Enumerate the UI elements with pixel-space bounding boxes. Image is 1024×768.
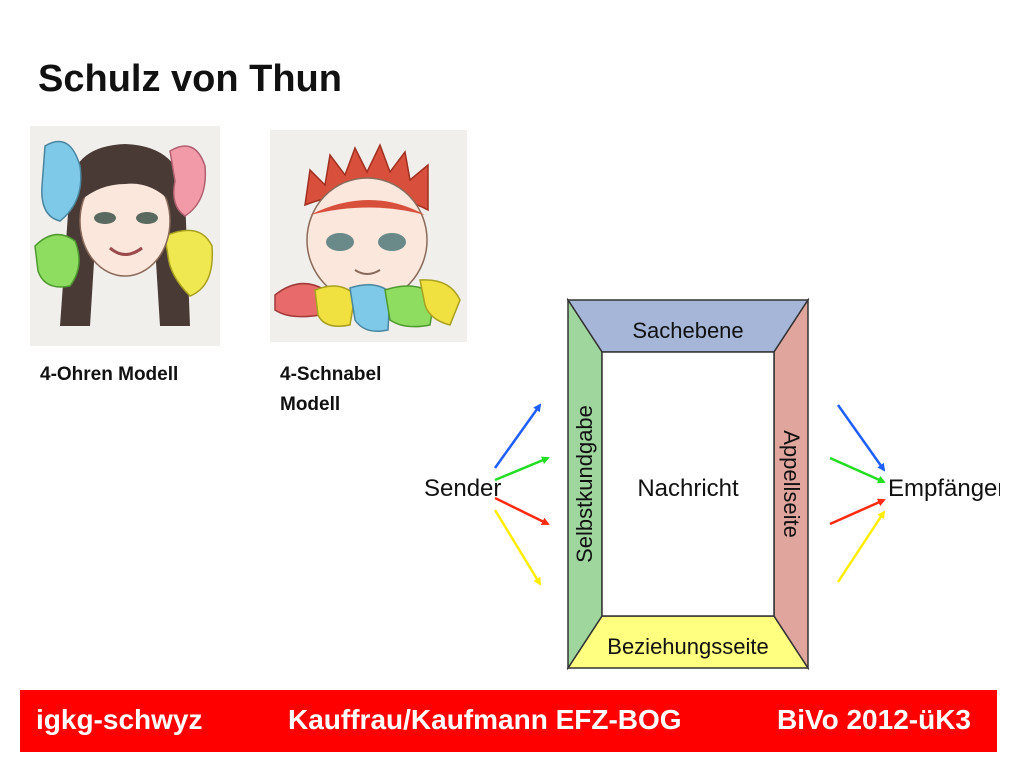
receiver-arrow-red [829,498,886,526]
receiver-arrow-green [829,456,886,484]
sender-label: Sender [424,475,501,502]
sender-arrow-green [494,456,550,482]
receiver-arrow-blue [836,404,886,472]
four-beaks-portrait [270,130,467,342]
appellseite-label: Appellseite [779,430,804,538]
footer-left-text: igkg-schwyz [36,704,203,735]
nachricht-label: Nachricht [637,475,739,502]
four-beaks-caption: 4-Schnabel Modell [280,360,381,420]
sachebene-label: Sachebene [632,318,743,343]
footer-bar: igkg-schwyz Kauffrau/Kaufmann EFZ-BOG Bi… [20,690,997,752]
slide-title: Schulz von Thun [38,58,342,100]
footer-center-text: Kauffrau/Kaufmann EFZ-BOG [288,704,682,735]
beziehungsseite-label: Beziehungsseite [607,634,768,659]
receiver-arrow-yellow [836,510,886,583]
frame-center-nachricht [601,351,775,617]
four-ears-portrait [30,126,220,346]
four-ears-caption: 4-Ohren Modell [40,360,178,390]
receiver-label: Empfänger [888,475,1000,502]
sender-arrow-red [494,496,550,526]
sender-arrow-blue [493,403,542,469]
sender-arrow-yellow [493,509,542,586]
selbstkundgabe-label: Selbstkundgabe [572,405,597,563]
four-beaks-caption-line2: Modell [280,394,341,415]
footer-right-text: BiVo 2012-üK3 [777,704,971,735]
four-ears-caption-text: 4-Ohren Modell [40,364,179,385]
communication-square-diagram: Sachebene Beziehungsseite Selbstkundgabe… [424,297,1000,671]
four-beaks-caption-line1: 4-Schnabel [280,364,382,385]
